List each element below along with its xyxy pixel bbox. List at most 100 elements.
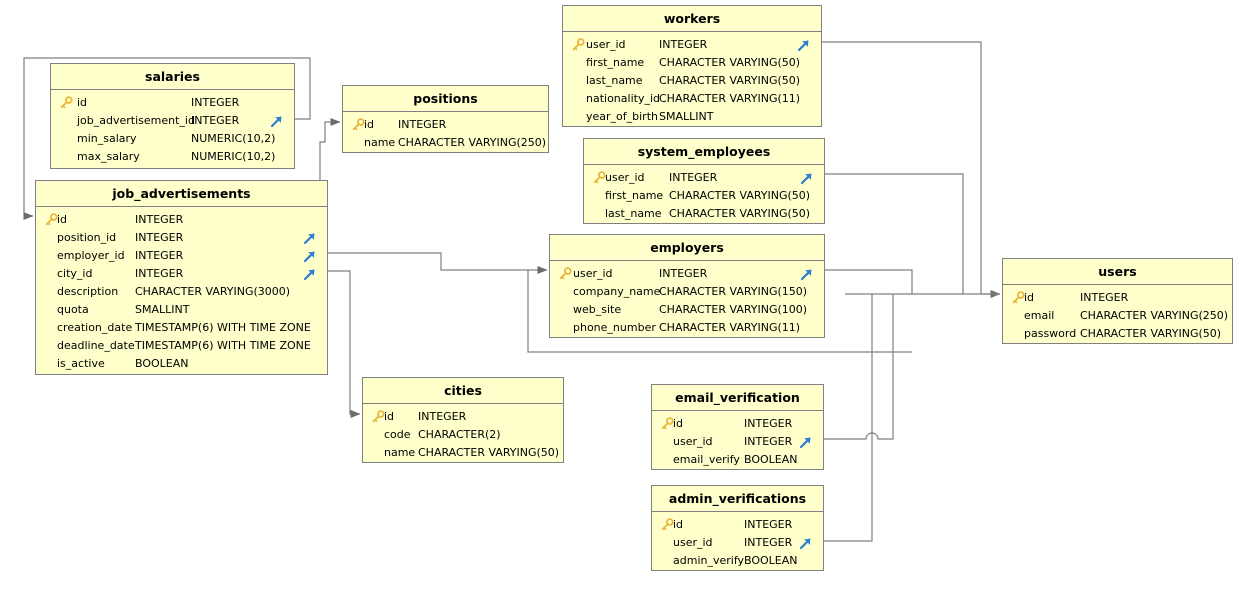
attribute-type: INTEGER [659, 38, 708, 51]
attribute-name: min_salary [77, 132, 137, 145]
entity-title-employers: employers [550, 235, 824, 261]
entity-title-email_verification: email_verification [652, 385, 823, 411]
connector-job-advertisements-employers [328, 252, 548, 274]
attribute-name: id [673, 417, 684, 430]
attribute-row: employer_id INTEGER [36, 247, 327, 265]
attribute-name: creation_date [57, 321, 133, 334]
attribute-name: web_site [573, 303, 622, 316]
attribute-type: INTEGER [744, 518, 793, 531]
attribute-name: last_name [586, 74, 643, 87]
primary-key-icon [660, 518, 674, 532]
foreign-key-icon[interactable] [269, 114, 284, 129]
entity-title-cities: cities [363, 378, 563, 404]
primary-key-icon [44, 213, 58, 227]
attribute-type: INTEGER [135, 231, 184, 244]
attribute-name: code [384, 428, 411, 441]
attribute-name: id [77, 96, 88, 109]
attribute-type: CHARACTER VARYING(250) [398, 136, 547, 149]
attribute-name: id [364, 118, 375, 131]
attribute-name: id [673, 518, 684, 531]
attribute-type: BOOLEAN [744, 554, 798, 567]
attribute-name: name [364, 136, 396, 149]
attribute-type: NUMERIC(10,2) [191, 132, 276, 145]
foreign-key-icon[interactable] [798, 435, 813, 450]
attribute-name: phone_number [573, 321, 656, 334]
foreign-key-icon[interactable] [799, 267, 814, 282]
entity-title-job_advertisements: job_advertisements [36, 181, 327, 207]
foreign-key-icon[interactable] [302, 231, 317, 246]
attribute-name: max_salary [77, 150, 140, 163]
attribute-name: user_id [573, 267, 613, 280]
attribute-type: CHARACTER VARYING(150) [659, 285, 808, 298]
connector-job-advertisements-cities [328, 270, 361, 418]
entity-title-admin_verifications: admin_verifications [652, 486, 823, 512]
attribute-type: INTEGER [191, 114, 240, 127]
primary-key-icon [571, 38, 585, 52]
attribute-name: employer_id [57, 249, 125, 262]
attribute-type: CHARACTER VARYING(250) [1080, 309, 1229, 322]
attribute-name: id [1024, 291, 1035, 304]
attribute-name: company_name [573, 285, 661, 298]
attribute-name: email [1024, 309, 1055, 322]
attribute-type: BOOLEAN [744, 453, 798, 466]
attribute-name: is_active [57, 357, 105, 370]
attribute-type: CHARACTER VARYING(3000) [135, 285, 291, 298]
attribute-type: INTEGER [398, 118, 447, 131]
foreign-key-icon[interactable] [798, 536, 813, 551]
foreign-key-icon[interactable] [302, 249, 317, 264]
attribute-type: CHARACTER VARYING(50) [659, 56, 801, 69]
entity-title-salaries: salaries [51, 64, 294, 90]
foreign-key-icon[interactable] [796, 38, 811, 53]
foreign-key-icon[interactable] [799, 171, 814, 186]
attribute-name: city_id [57, 267, 93, 280]
attribute-type: INTEGER [135, 213, 184, 226]
attribute-name: position_id [57, 231, 117, 244]
attribute-name: id [57, 213, 68, 226]
attribute-type: INTEGER [135, 249, 184, 262]
entity-title-users: users [1003, 259, 1232, 285]
foreign-key-icon[interactable] [302, 267, 317, 282]
attribute-row: id INTEGER [343, 116, 548, 134]
attribute-row: email CHARACTER VARYING(250) [1003, 307, 1232, 325]
primary-key-icon [351, 118, 365, 132]
attribute-type: INTEGER [744, 536, 793, 549]
attribute-name: last_name [605, 207, 662, 220]
attribute-type: CHARACTER VARYING(11) [659, 321, 801, 334]
primary-key-icon [59, 96, 73, 110]
attribute-type: NUMERIC(10,2) [191, 150, 276, 163]
entity-title-positions: positions [343, 86, 548, 112]
attribute-name: admin_verify [673, 554, 745, 567]
attribute-type: TIMESTAMP(6) WITH TIME ZONE [135, 339, 311, 352]
attribute-name: user_id [673, 536, 713, 549]
